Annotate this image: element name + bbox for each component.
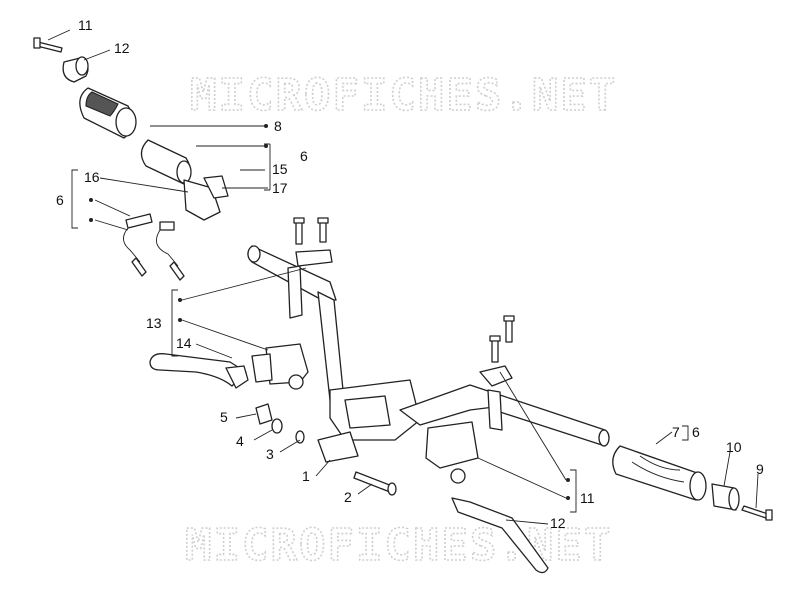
throttle-cable bbox=[123, 213, 185, 281]
bracket-dots bbox=[89, 124, 570, 500]
bolt-2 bbox=[353, 471, 397, 496]
callout-14: 14 bbox=[176, 335, 192, 351]
bar-end-weight-top bbox=[62, 56, 89, 83]
callout-6-left: 6 bbox=[56, 192, 64, 208]
clamp-1 bbox=[317, 431, 359, 463]
bolt-left-pair bbox=[293, 217, 329, 245]
right-master-cylinder bbox=[425, 421, 479, 484]
callout-16: 16 bbox=[84, 169, 100, 185]
callout-8: 8 bbox=[274, 118, 282, 134]
callout-11-top: 11 bbox=[78, 17, 93, 33]
callout-17: 17 bbox=[272, 180, 288, 196]
callout-7: 7 bbox=[672, 424, 680, 440]
callout-labels: 11 12 8 6 15 17 16 6 13 14 5 4 3 1 2 7 6… bbox=[56, 17, 764, 531]
grip-left bbox=[79, 87, 137, 139]
callout-6-right: 6 bbox=[692, 424, 700, 440]
callout-12-right: 12 bbox=[550, 515, 566, 531]
handlebar-frame bbox=[247, 245, 610, 447]
watermark-bottom: MICROFICHES.NET bbox=[185, 520, 612, 571]
callout-10: 10 bbox=[726, 439, 742, 455]
left-master-cylinder bbox=[251, 343, 309, 390]
watermark-top: MICROFICHES.NET bbox=[190, 70, 617, 121]
bar-end-weight-right bbox=[711, 483, 740, 511]
callout-2: 2 bbox=[344, 489, 352, 505]
callout-15: 15 bbox=[272, 161, 288, 177]
callout-13: 13 bbox=[146, 315, 162, 331]
left-brake-lever bbox=[149, 353, 249, 389]
leader-lines bbox=[47, 29, 759, 525]
washer-4 bbox=[271, 418, 283, 434]
callout-4: 4 bbox=[236, 433, 244, 449]
callout-6-top: 6 bbox=[300, 148, 308, 164]
callout-9: 9 bbox=[756, 461, 764, 477]
callout-3: 3 bbox=[266, 446, 274, 462]
washer-3 bbox=[295, 430, 305, 444]
spacer-5 bbox=[255, 403, 273, 425]
right-brake-lever bbox=[451, 497, 549, 574]
grip-right bbox=[612, 445, 707, 501]
callout-11-right: 11 bbox=[580, 490, 595, 506]
throttle-housing bbox=[183, 175, 229, 221]
callout-12-top: 12 bbox=[114, 40, 130, 56]
bar-end-bolt-right bbox=[741, 505, 773, 521]
brackets bbox=[71, 143, 689, 513]
throttle-tube bbox=[140, 139, 192, 185]
callout-5: 5 bbox=[220, 409, 228, 425]
callout-1: 1 bbox=[302, 468, 310, 484]
bolt-right-pair bbox=[489, 315, 515, 363]
bar-end-bolt-top bbox=[33, 37, 63, 53]
